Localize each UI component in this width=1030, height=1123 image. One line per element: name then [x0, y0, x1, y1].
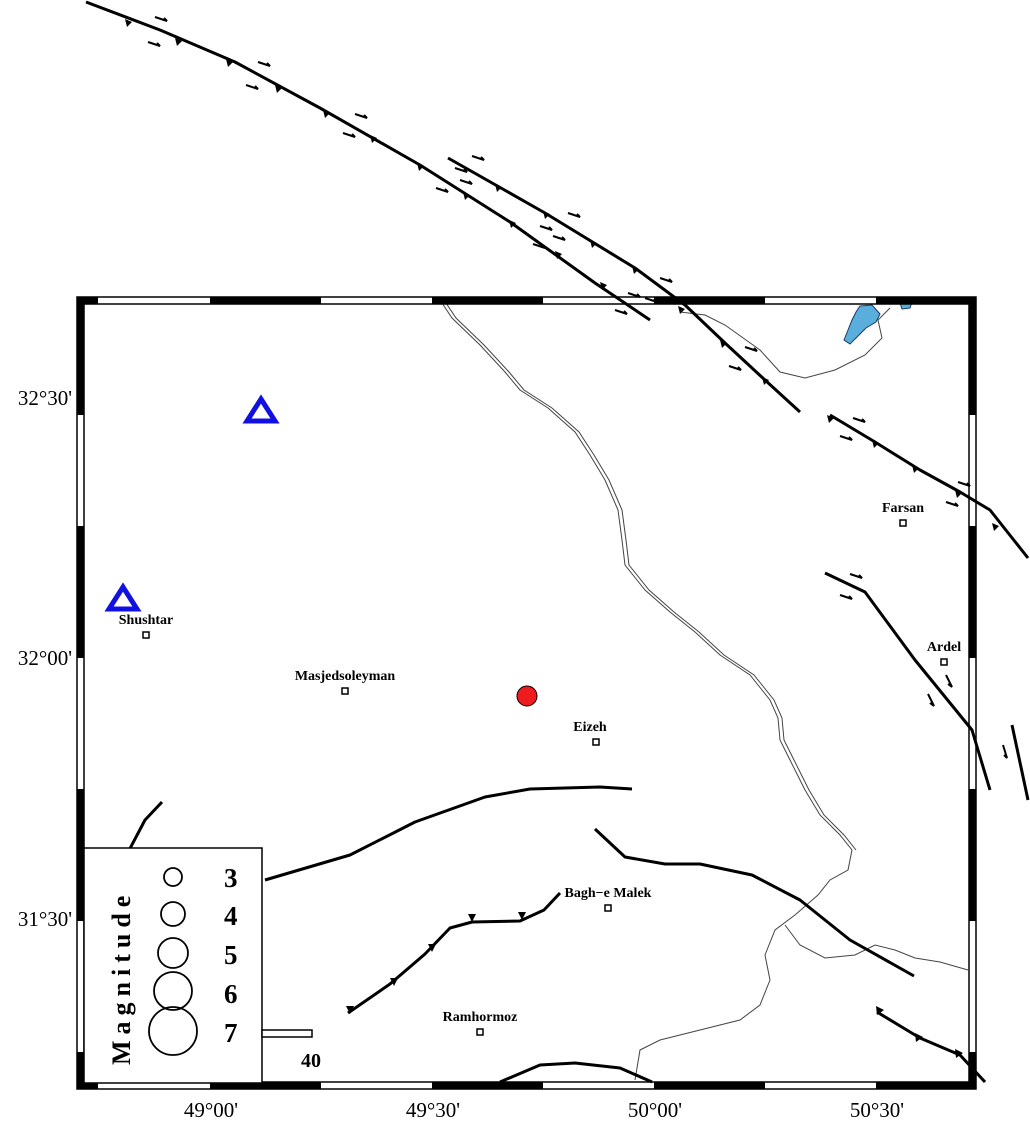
legend-value: 5 [224, 940, 238, 970]
x-axis-labels: 49°00' 49°30' 50°00' 50°30' [184, 1098, 904, 1122]
fault-baghmalek [593, 827, 915, 978]
map-frame [76, 296, 977, 1090]
station-triangle-icon [104, 582, 142, 612]
y-axis-labels: 32°30' 32°00' 31°30' [18, 386, 72, 931]
river-east [784, 924, 969, 971]
fault-ne-1 [829, 413, 1030, 559]
stations [104, 394, 280, 612]
strike-slip-marks [147, 16, 1008, 759]
y-tick-label: 32°00' [18, 646, 72, 670]
x-tick-label: 49°00' [184, 1098, 238, 1122]
station-triangle-icon [242, 394, 280, 424]
city-label: Ardel [927, 640, 961, 655]
legend-value: 7 [224, 1018, 238, 1048]
fault-central [264, 785, 633, 882]
river-north [679, 307, 891, 379]
legend-circle [153, 971, 193, 1011]
city-masjedsoleyman: Masjedsoleyman [295, 669, 396, 695]
city-label: Farsan [882, 501, 924, 516]
city-ardel: Ardel [927, 640, 961, 666]
city-label: Ramhormoz [443, 1010, 518, 1025]
legend-circle [160, 901, 186, 927]
cities: Shushtar Masjedsoleyman Eizeh Farsan Ard… [119, 501, 961, 1036]
city-label: Masjedsoleyman [295, 669, 396, 684]
y-tick-label: 32°30' [18, 386, 72, 410]
city-bagh-e-malek: Bagh−e Malek [565, 886, 652, 912]
legend-circle [148, 1006, 198, 1056]
river-main [439, 299, 853, 1081]
epicenter-marker [516, 685, 538, 707]
legend-circle [157, 937, 189, 969]
fault-thrust-south [347, 891, 562, 1015]
water [843, 301, 913, 345]
city-label: Shushtar [119, 613, 173, 628]
y-tick-label: 31°30' [18, 907, 72, 931]
legend-circle [163, 867, 183, 887]
city-label: Eizeh [573, 720, 607, 735]
magnitude-legend: Magnitude 3 4 5 6 7 [83, 847, 263, 1084]
city-shushtar: Shushtar [119, 613, 173, 639]
city-ramhormoz: Ramhormoz [443, 1010, 518, 1036]
city-label: Bagh−e Malek [565, 886, 652, 901]
scale-bar: 40 [261, 1029, 321, 1072]
fault-zagros-main [85, 0, 651, 322]
legend-title: Magnitude [107, 890, 136, 1065]
legend-value: 3 [224, 863, 238, 893]
city-farsan: Farsan [882, 501, 924, 527]
fault-south [499, 1061, 653, 1084]
x-tick-label: 50°30' [850, 1098, 904, 1122]
lake [843, 304, 881, 345]
city-eizeh: Eizeh [573, 720, 607, 746]
fault-ne-2 [824, 571, 992, 791]
river-main-bank [443, 299, 857, 851]
fault-zagros-parallel [447, 156, 802, 414]
legend-value: 6 [224, 979, 238, 1009]
thrust-marks [94, 19, 999, 1058]
x-tick-label: 50°00' [628, 1098, 682, 1122]
scale-bar-label: 40 [301, 1050, 321, 1072]
legend-value: 4 [224, 901, 238, 931]
x-tick-label: 49°30' [406, 1098, 460, 1122]
rivers [439, 299, 969, 1081]
fault-east-edge [1010, 724, 1030, 801]
